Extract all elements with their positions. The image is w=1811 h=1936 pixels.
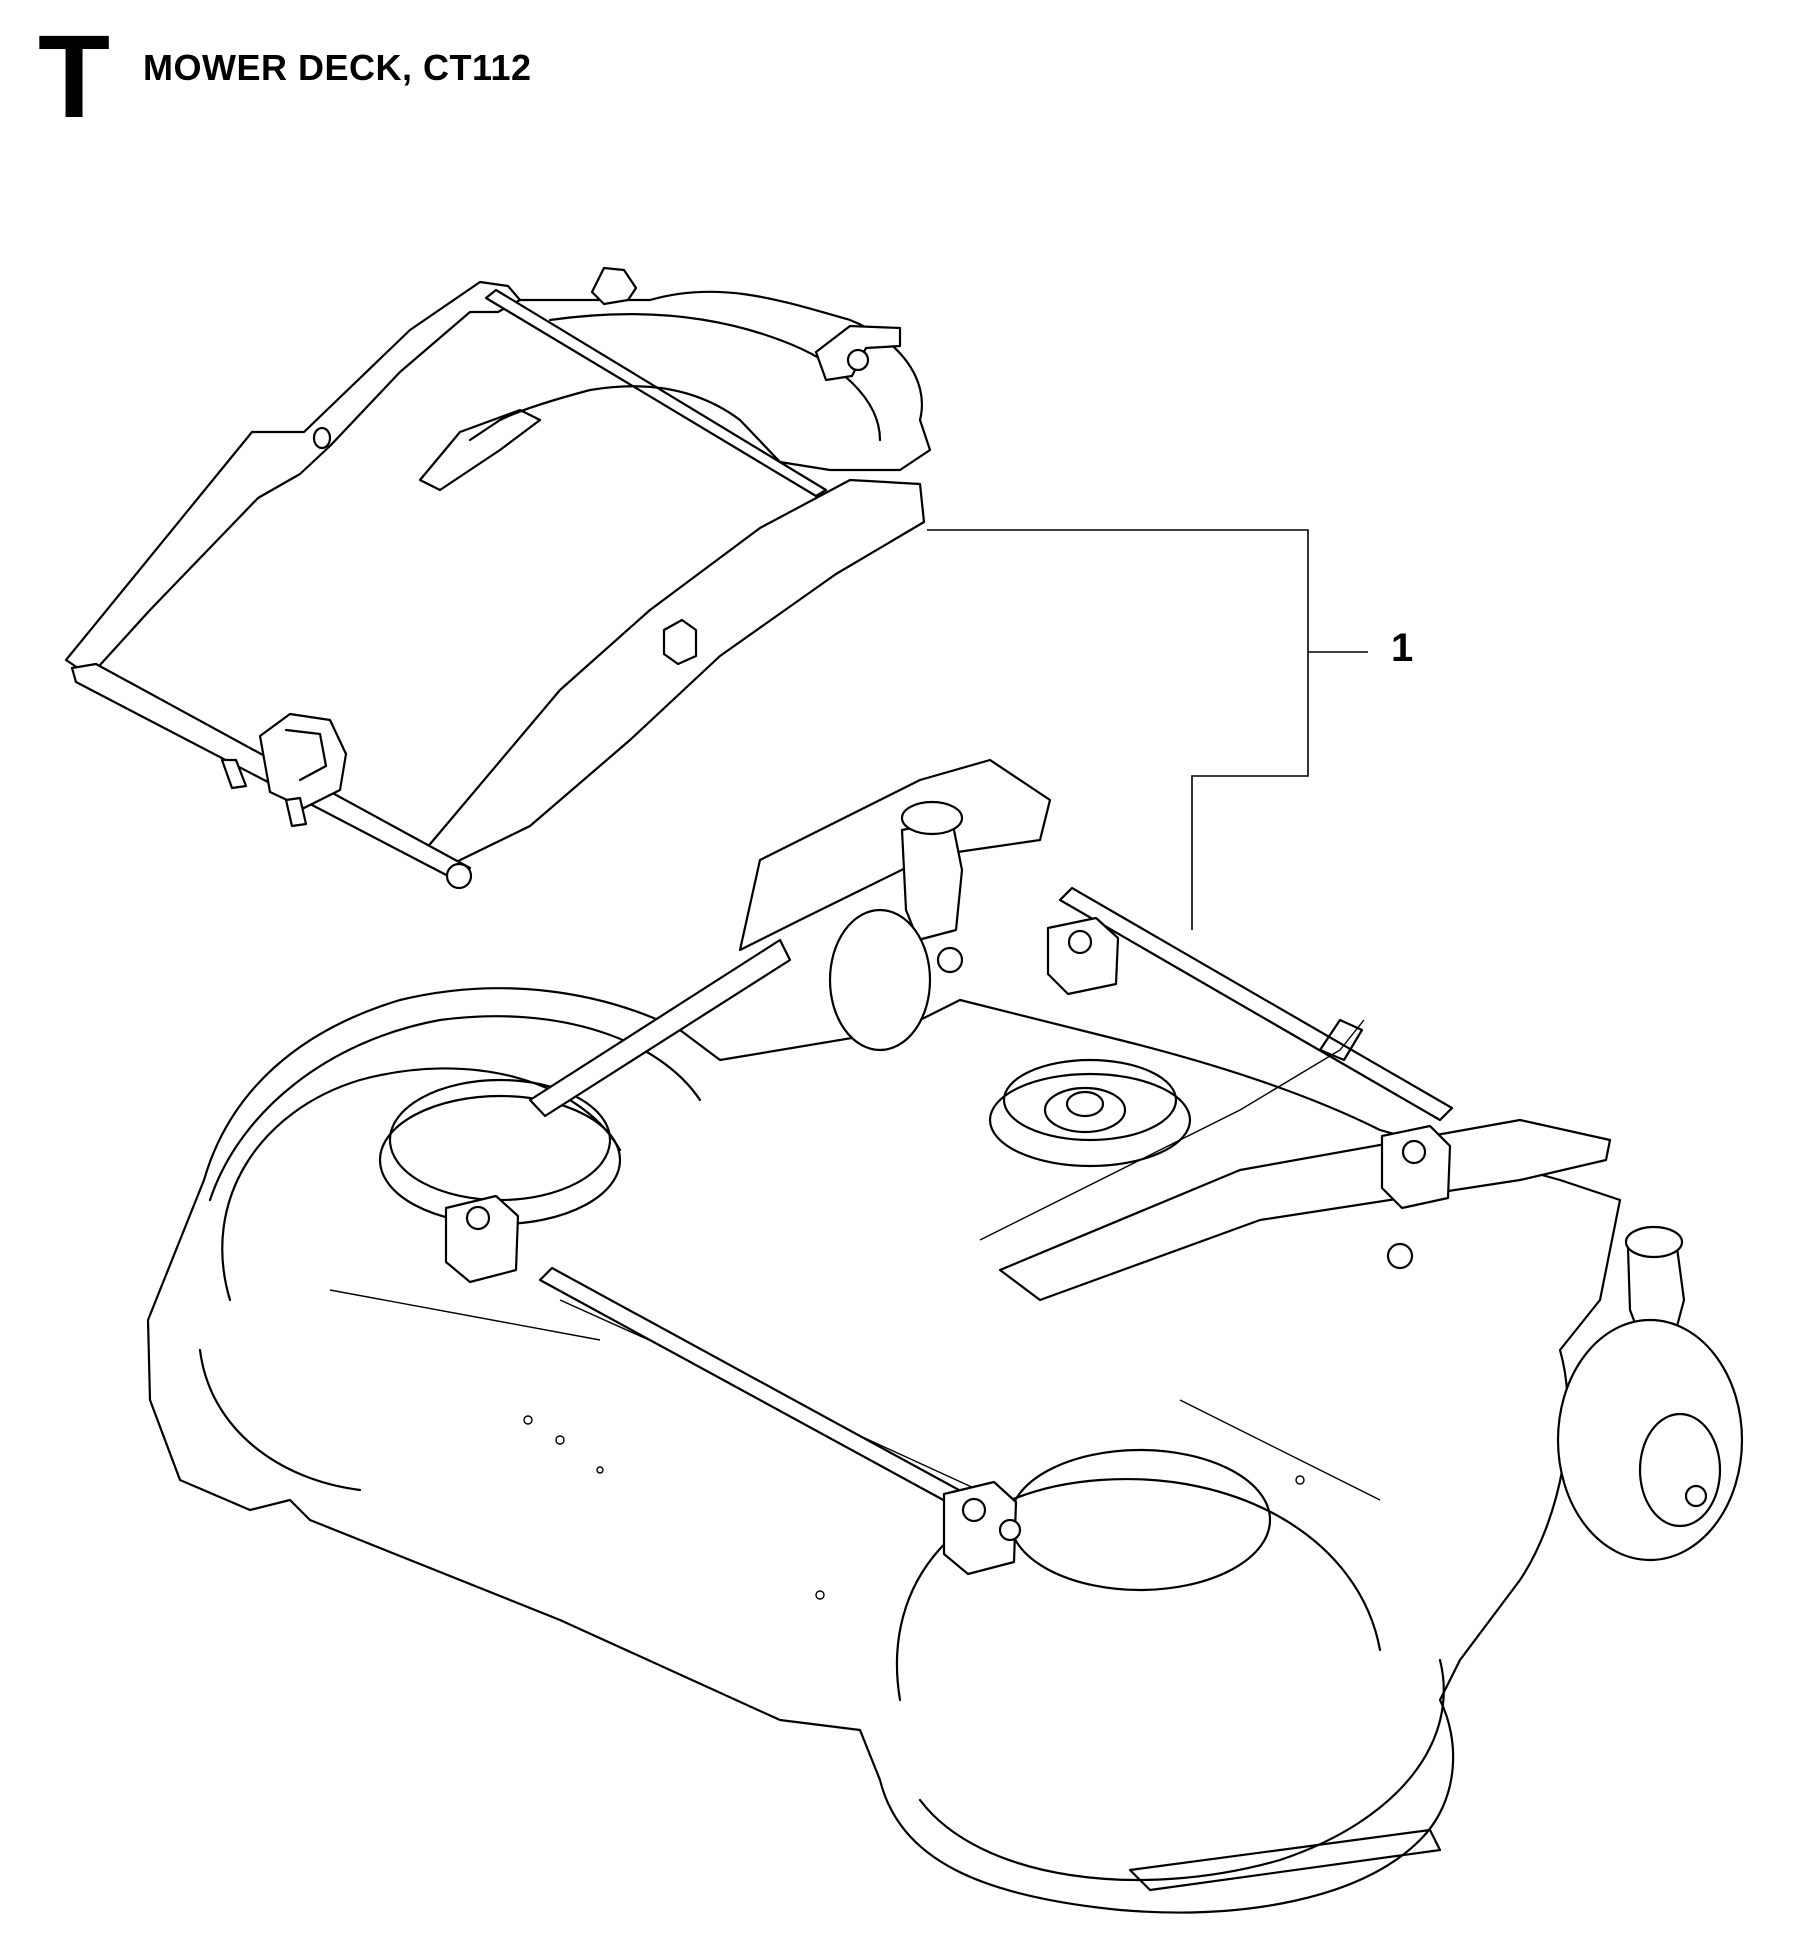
section-letter: T (38, 11, 111, 143)
callout-1-leader (927, 529, 1368, 930)
page-title: MOWER DECK, CT112 (143, 47, 532, 88)
gauge-wheels (828, 800, 1744, 1562)
callout-1-label: 1 (1391, 626, 1414, 670)
lift-linkage (444, 758, 1612, 1576)
deck-hanger-frame (64, 266, 932, 890)
